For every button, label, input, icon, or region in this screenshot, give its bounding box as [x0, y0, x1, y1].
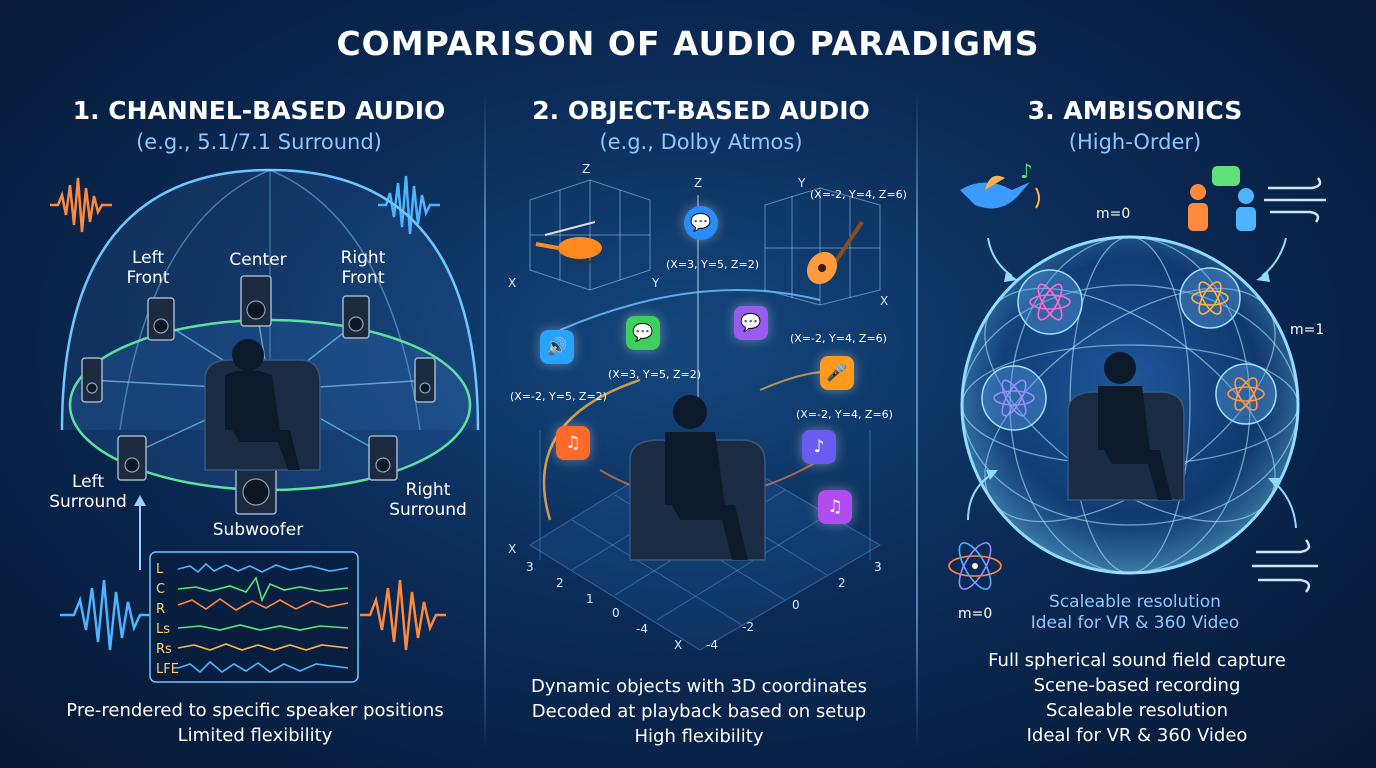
divider-right: [916, 90, 918, 750]
ambisonics-footer-line: Scaleable resolution: [1045, 700, 1229, 721]
chat-bubble-blue-icon: 💬: [684, 206, 718, 240]
channel-label: R: [156, 602, 166, 617]
listener-silhouette-icon: [204, 339, 321, 471]
channel-label: L: [156, 562, 164, 577]
tick-label: -2: [742, 620, 754, 634]
axis-label: X: [508, 276, 517, 290]
axis-label: X: [674, 638, 683, 652]
channel-list: L C R Ls Rs LFE: [156, 560, 179, 680]
object-title: 2. OBJECT-BASED AUDIO: [532, 96, 870, 125]
waveform-left-bottom-icon: [60, 579, 150, 651]
helicopter-icon: [535, 221, 602, 264]
channel-label: LFE: [156, 662, 179, 677]
tick-label: -4: [636, 622, 648, 636]
label-right-front: Right Front: [340, 248, 386, 288]
tick-label: 0: [612, 606, 620, 620]
chat-bubble-purple-icon: 💬: [734, 306, 768, 340]
tick-label: -4: [706, 638, 718, 652]
tick-label: 3: [526, 560, 534, 574]
ambisonics-footer-line: Scene-based recording: [1033, 675, 1241, 696]
object-footer-line: High flexibility: [634, 726, 764, 747]
guitar-icon: [806, 220, 864, 285]
tick-label: 2: [556, 576, 564, 590]
channel-subtitle: (e.g., 5.1/7.1 Surround): [136, 130, 382, 154]
wind-top-icon: [1264, 177, 1326, 223]
coord-label: (X=-2, Y=4, Z=6): [796, 408, 893, 421]
ambisonics-caption-line: Ideal for VR & 360 Video: [1030, 613, 1240, 633]
axis-label: Y: [652, 276, 660, 290]
ambisonics-footer-line: Full spherical sound field capture: [988, 650, 1286, 671]
speaker-side-left-icon: [81, 357, 103, 403]
ambisonics-footer: Full spherical sound field capture Scene…: [908, 648, 1366, 748]
bird-icon: ♪: [960, 159, 1040, 209]
coord-label: (X=3, Y=5, Z=2): [608, 368, 702, 381]
object-subtitle: (e.g., Dolby Atmos): [599, 130, 803, 154]
coord-label: (X=-2, Y=4, Z=6): [810, 188, 907, 201]
music-note-purple-icon: ♫: [818, 490, 852, 524]
channel-label: Ls: [156, 622, 171, 637]
channel-label: C: [156, 582, 166, 597]
grid-cube-right: [764, 187, 881, 306]
channel-label: Rs: [156, 642, 172, 657]
m-label-right: m=1: [1290, 322, 1325, 338]
tick-label: 3: [874, 560, 882, 574]
listener-silhouette-icon: [1067, 352, 1185, 501]
label-left-surround: Left Surround: [49, 472, 127, 512]
axis-label: Z: [694, 176, 703, 190]
ambisonics-title: 3. AMBISONICS: [1027, 96, 1243, 125]
axis-label: X: [508, 542, 517, 556]
label-subwoofer: Subwoofer: [212, 520, 304, 540]
wind-bottom-icon: [1252, 539, 1318, 593]
atom-bottom-left-icon: [948, 542, 1002, 590]
people-talking-icon: [1188, 166, 1256, 231]
harmonic-node-left-icon: [981, 365, 1047, 431]
axis-label: X: [880, 294, 889, 308]
coord-label: (X=-2, Y=4, Z=6): [790, 332, 887, 345]
object-footer: Dynamic objects with 3D coordinates Deco…: [470, 674, 928, 749]
label-left-front: Left Front: [126, 248, 170, 288]
divider-left: [484, 90, 486, 750]
waveform-right-bottom-icon: [360, 579, 446, 651]
speaker-side-right-icon: [414, 357, 436, 403]
microphone-object-icon: 🎤: [820, 356, 854, 390]
chat-bubble-green-icon: 💬: [626, 316, 660, 350]
ambisonics-caption: Scaleable resolution Ideal for VR & 360 …: [1010, 592, 1260, 634]
ambisonics-subtitle: (High-Order): [1068, 130, 1202, 154]
listener-silhouette-icon: [629, 395, 766, 561]
harmonic-node-top-right-icon: [1179, 267, 1241, 329]
guitar-object-icon: ♪: [802, 430, 836, 464]
channel-footer-line: Limited flexibility: [177, 725, 333, 746]
coord-label: (X=3, Y=5, Z=2): [666, 258, 760, 271]
m-label-top: m=0: [1096, 206, 1131, 222]
harmonic-node-right-icon: [1215, 363, 1277, 425]
channel-footer: Pre-rendered to specific speaker positio…: [26, 698, 484, 748]
coord-label: (X=-2, Y=5, Z=2): [510, 390, 607, 403]
svg-text:♪: ♪: [1020, 159, 1033, 183]
tick-label: 0: [792, 598, 800, 612]
ambisonics-footer-line: Ideal for VR & 360 Video: [1026, 725, 1248, 746]
label-right-surround: Right Surround: [389, 480, 467, 520]
ambisonics-caption-line: Scaleable resolution: [1049, 592, 1221, 612]
harmonic-node-top-left-icon: [1017, 269, 1083, 335]
waveform-right-top-icon: [378, 175, 440, 235]
music-note-orange-icon: ♫: [556, 426, 590, 460]
object-footer-line: Dynamic objects with 3D coordinates: [531, 676, 867, 697]
axis-label: Z: [582, 162, 591, 176]
speaker-sound-object-icon: 🔊: [540, 330, 574, 364]
channel-footer-line: Pre-rendered to specific speaker positio…: [66, 700, 444, 721]
object-footer-line: Decoded at playback based on setup: [531, 701, 867, 722]
m-label-bottom: m=0: [958, 606, 993, 622]
waveform-left-top-icon: [50, 177, 112, 233]
page-title: COMPARISON OF AUDIO PARADIGMS: [336, 24, 1040, 63]
tick-label: 2: [838, 576, 846, 590]
tick-label: 1: [586, 592, 594, 606]
grid-cube-left: [529, 179, 651, 291]
axis-label: Y: [798, 176, 806, 190]
label-center: Center: [229, 250, 287, 270]
channel-title: 1. CHANNEL-BASED AUDIO: [72, 96, 446, 125]
